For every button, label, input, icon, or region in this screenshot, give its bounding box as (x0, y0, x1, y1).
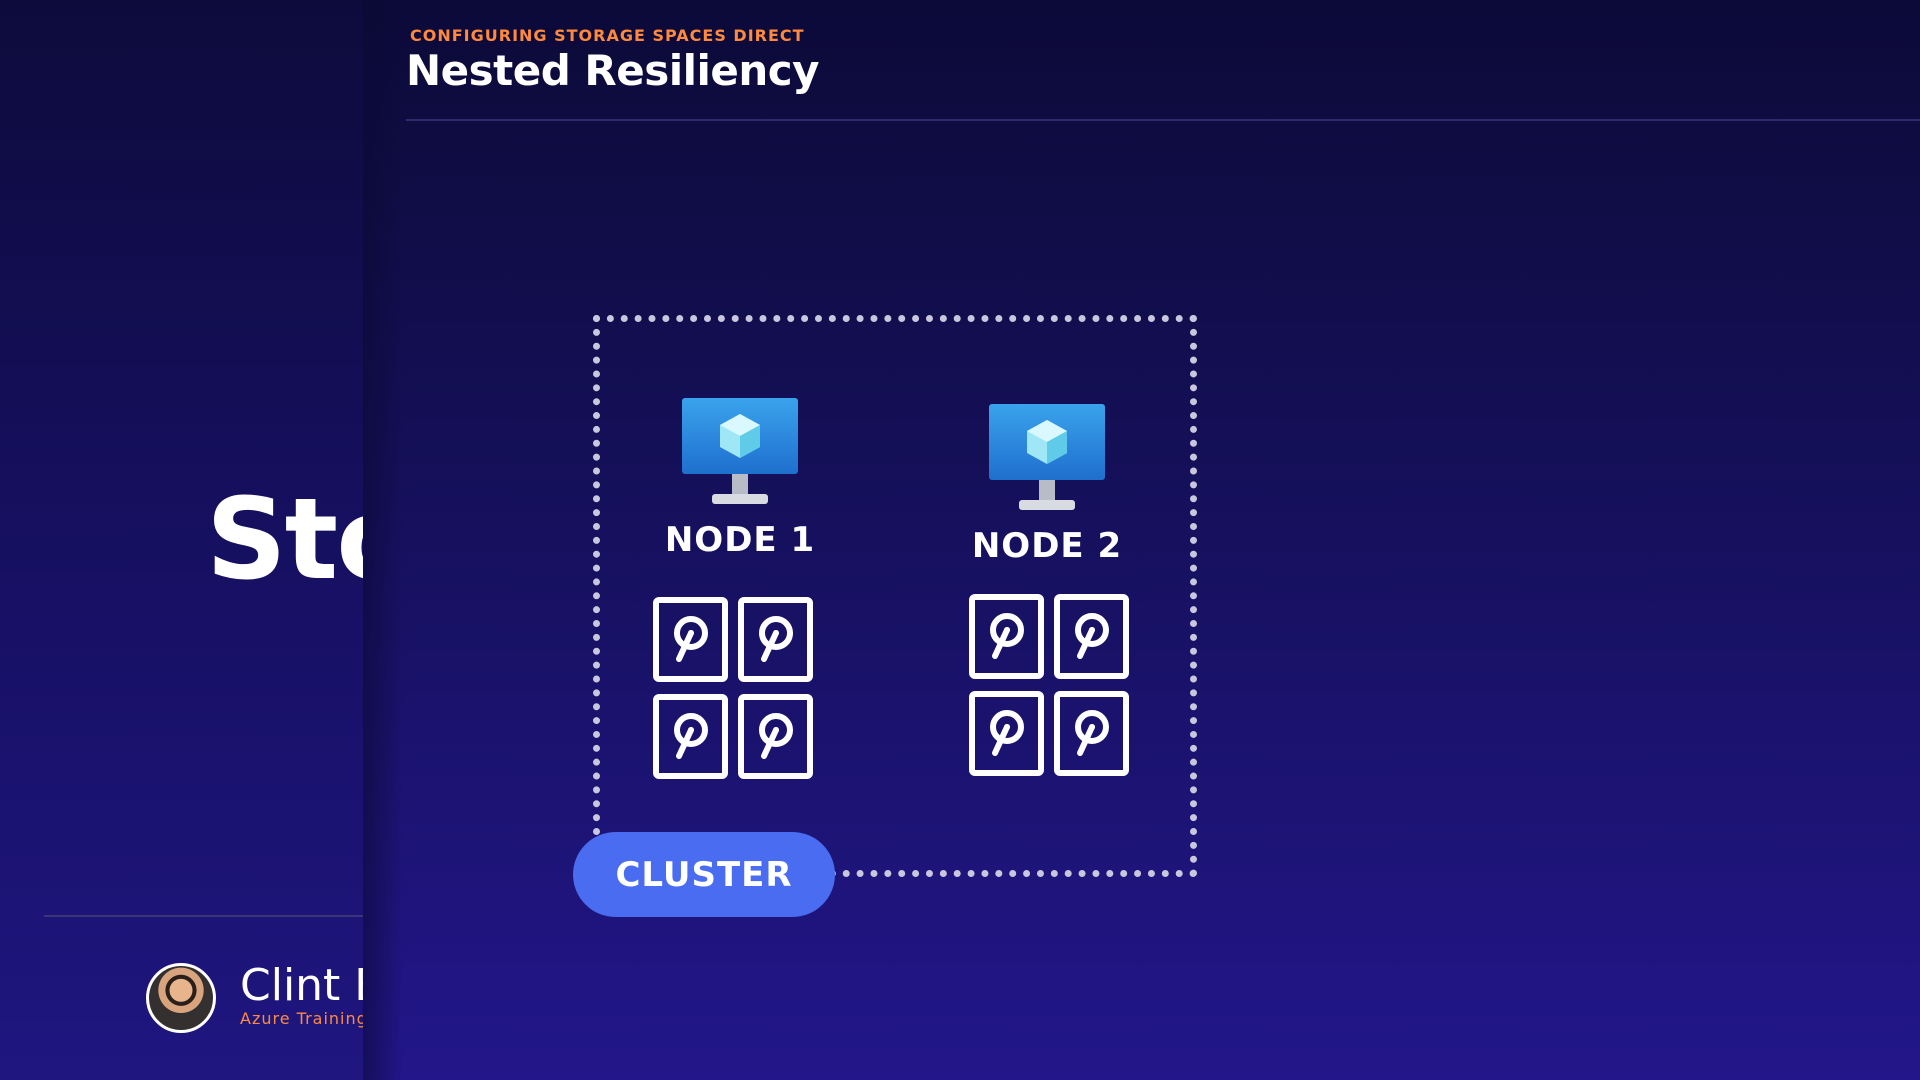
node-1: NODE 1 (640, 398, 840, 560)
hard-disk-icon (969, 691, 1044, 776)
monitor-vm-icon (682, 398, 798, 504)
node-1-disks (653, 597, 818, 779)
background-slide: Sto Clint B Azure Training (0, 0, 363, 1080)
hard-disk-icon (653, 597, 728, 682)
section-subtitle: CONFIGURING STORAGE SPACES DIRECT (410, 26, 805, 45)
header-divider (406, 119, 1920, 121)
monitor-vm-icon (989, 404, 1105, 510)
hard-disk-icon (738, 597, 813, 682)
slide-title: Nested Resiliency (406, 46, 820, 95)
background-slide-divider (44, 915, 363, 917)
panel-shadow (363, 0, 403, 1080)
presenter-role: Azure Training (240, 1009, 363, 1028)
presenter-avatar (146, 963, 216, 1033)
presenter-name: Clint B (240, 960, 363, 1011)
hard-disk-icon (1054, 691, 1129, 776)
hard-disk-icon (1054, 594, 1129, 679)
hard-disk-icon (653, 694, 728, 779)
cluster-boundary (593, 315, 1197, 877)
node-2-disks (969, 594, 1134, 776)
node-2: NODE 2 (947, 404, 1147, 566)
node-2-label: NODE 2 (971, 526, 1123, 566)
hard-disk-icon (969, 594, 1044, 679)
node-1-label: NODE 1 (664, 520, 816, 560)
background-slide-title: Sto (206, 475, 363, 605)
hard-disk-icon (738, 694, 813, 779)
cluster-label: CLUSTER (573, 832, 835, 917)
